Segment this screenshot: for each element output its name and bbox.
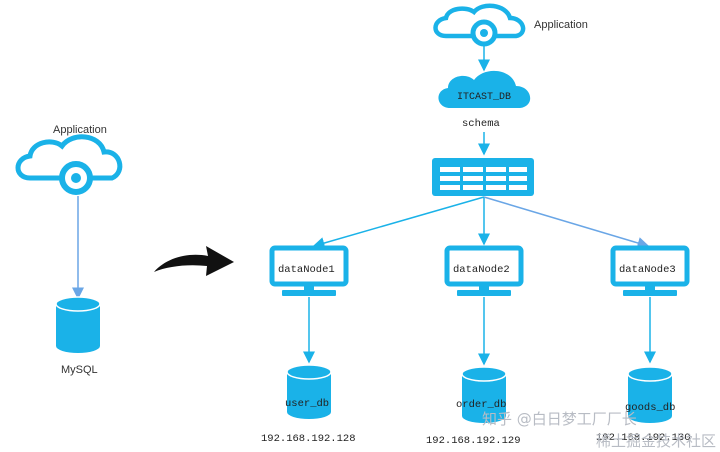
watermark-text: 知乎 @白日梦工厂厂长 bbox=[482, 410, 637, 428]
logical-db-label: ITCAST_DB bbox=[457, 92, 511, 103]
db-user-label: user_db bbox=[285, 398, 329, 410]
database-icon bbox=[461, 366, 507, 423]
db-user: user_db 192.168.192.128 bbox=[261, 364, 356, 445]
db-order-label: order_db bbox=[456, 399, 506, 411]
monitor-icon bbox=[610, 245, 690, 296]
monitor-icon bbox=[269, 245, 349, 296]
logical-db-cloud-icon bbox=[438, 70, 531, 108]
db-goods-ip: 192.168.192.130 bbox=[596, 432, 691, 444]
database-icon bbox=[627, 366, 673, 423]
db-order: order_db 192.168.192.129 bbox=[426, 366, 521, 447]
table-to-datanode1-arrow bbox=[312, 196, 485, 249]
schema-label: schema bbox=[462, 118, 500, 130]
left-cloud-icon bbox=[15, 134, 123, 195]
table-to-datanode3-arrow bbox=[483, 196, 650, 249]
db-goods: goods_db 192.168.192.130 bbox=[596, 366, 691, 444]
db-goods-label: goods_db bbox=[625, 402, 675, 414]
mysql-db-icon bbox=[55, 296, 101, 353]
mysql-label: MySQL bbox=[61, 364, 98, 376]
datanode-1-label: dataNode1 bbox=[278, 264, 335, 276]
watermark-sub: 稀土掘金技术社区 bbox=[596, 432, 716, 450]
datanode-2: dataNode2 bbox=[444, 245, 524, 296]
transition-arrow bbox=[154, 246, 234, 276]
left-app-label: Application bbox=[53, 124, 107, 136]
schema-table-icon bbox=[432, 158, 534, 196]
watermark: 知乎 @白日梦工厂厂长 稀土掘金技术社区 bbox=[482, 410, 716, 450]
db-user-ip: 192.168.192.128 bbox=[261, 433, 356, 445]
datanode-3-label: dataNode3 bbox=[619, 264, 676, 276]
mysql-database: MySQL bbox=[55, 296, 101, 376]
right-app-label: Application bbox=[534, 19, 588, 31]
right-cloud-icon bbox=[433, 3, 526, 47]
datanode-2-label: dataNode2 bbox=[453, 264, 510, 276]
logical-db-node: ITCAST_DB schema bbox=[438, 70, 531, 130]
monitor-icon bbox=[444, 245, 524, 296]
datanode-1: dataNode1 bbox=[269, 245, 349, 296]
database-icon bbox=[286, 364, 332, 419]
db-order-ip: 192.168.192.129 bbox=[426, 435, 521, 447]
datanode-3: dataNode3 bbox=[610, 245, 690, 296]
left-application-node: Application bbox=[15, 124, 123, 195]
right-application-node: Application bbox=[433, 3, 588, 47]
